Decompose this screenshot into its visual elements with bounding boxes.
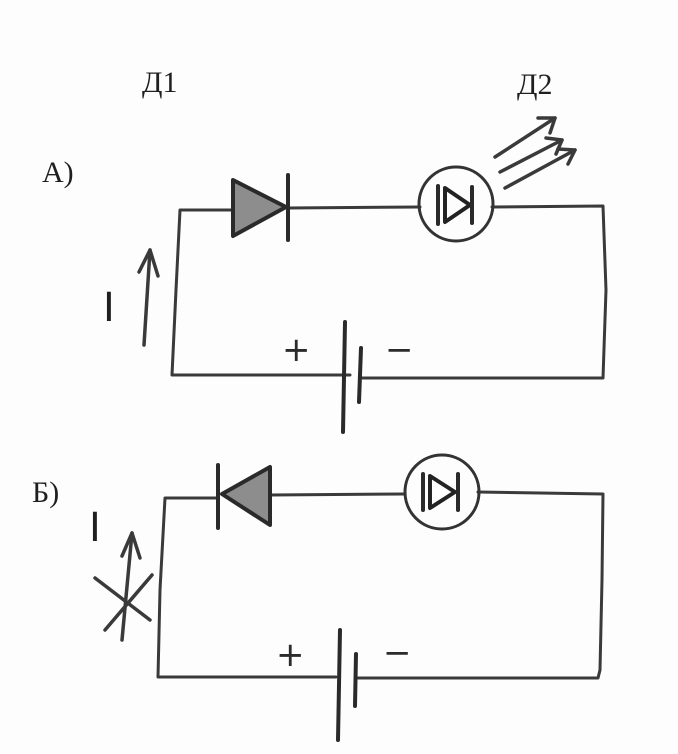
circuit-a-wire-d1-to-d2 — [286, 205, 422, 210]
current-a-label: I — [103, 285, 115, 331]
circuit-a-label: А) — [42, 156, 74, 189]
battery-a-short-plate — [357, 346, 363, 404]
circuit-a-wire-right — [360, 204, 608, 380]
battery-b-long-plate — [336, 628, 342, 742]
circuit-b-wire-d1-to-d2 — [268, 492, 407, 497]
battery-b-short-plate — [353, 652, 358, 708]
battery-a-long-plate — [341, 320, 347, 434]
circuit-b — [93, 453, 605, 742]
circuit-b-wire-left — [156, 496, 338, 679]
light-rays-icon — [493, 116, 577, 190]
battery-a-plus-sign: + — [282, 330, 311, 370]
current-a-arrow-icon — [137, 248, 160, 347]
current-b-label: I — [89, 505, 101, 551]
battery-a-minus-sign: − — [385, 330, 414, 370]
led-d2-a-triangle — [443, 186, 472, 224]
led-d2-b-icon — [403, 453, 481, 531]
diode-d1-a-icon — [231, 178, 288, 238]
circuit-b-label: Б) — [32, 476, 60, 509]
circuit-a — [137, 116, 608, 434]
diode-d2-label: Д2 — [517, 68, 553, 101]
battery-b-plus-sign: + — [276, 635, 305, 675]
diode-d1-label: Д1 — [142, 66, 178, 99]
circuit-a-wire-left — [170, 208, 352, 377]
diode-d1-b-icon — [220, 465, 272, 527]
led-d2-b-triangle — [428, 474, 457, 510]
circuit-b-wire-right — [356, 490, 605, 680]
battery-b-minus-sign: − — [383, 633, 412, 673]
current-b-crossed-arrow-icon — [93, 531, 154, 642]
led-d2-a-icon — [417, 165, 495, 243]
